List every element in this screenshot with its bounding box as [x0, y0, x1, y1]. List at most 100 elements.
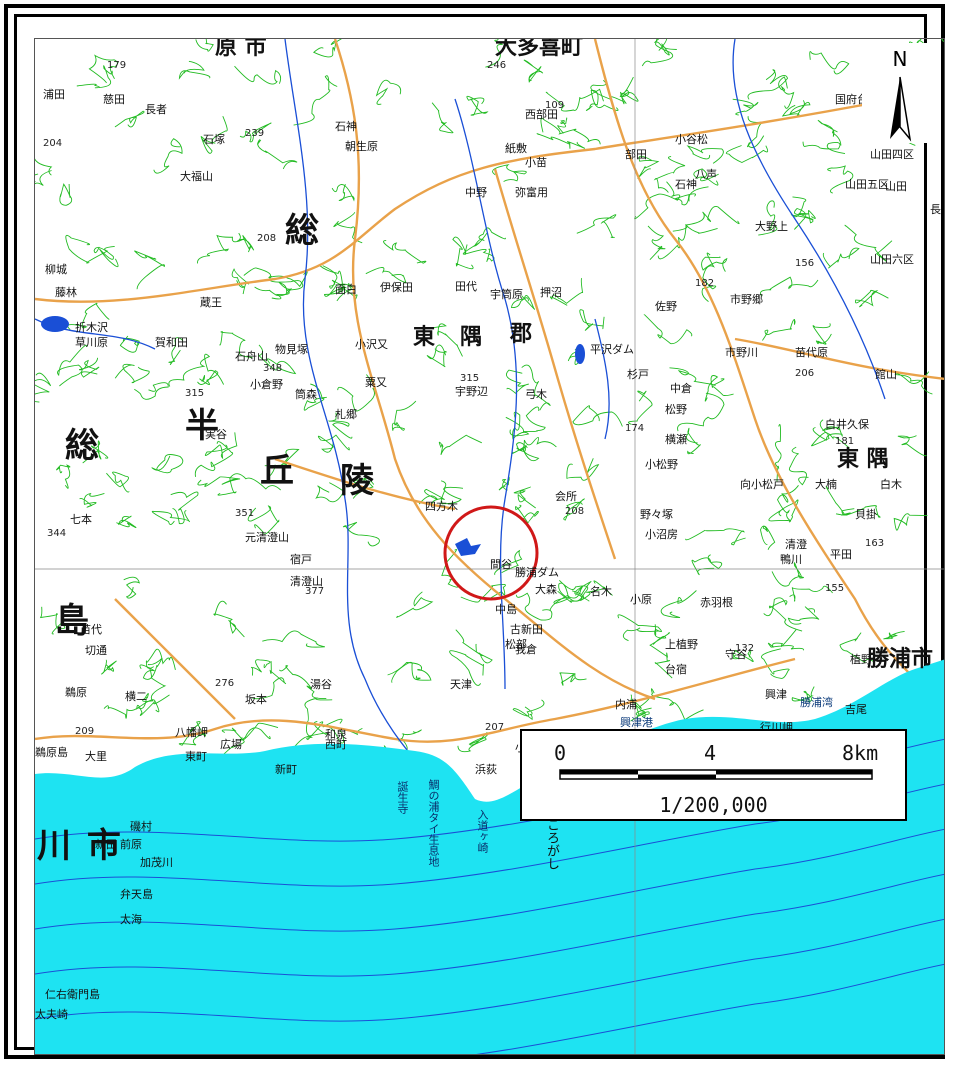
contour-line	[426, 344, 448, 368]
contour-line	[746, 116, 765, 149]
place-label: 石神	[675, 178, 697, 191]
contour-line	[322, 265, 347, 297]
place-label: 勝浦ダム	[515, 566, 559, 579]
contour-line	[35, 372, 52, 403]
contour-line	[515, 592, 553, 621]
place-label: 松野	[665, 403, 687, 416]
contour-line	[643, 314, 693, 345]
place-label: 西町	[325, 738, 347, 751]
contour-line	[557, 117, 568, 134]
place-label: 西部田	[525, 108, 558, 121]
contour-line	[178, 721, 207, 746]
contour-line	[231, 268, 250, 295]
city-label: 大多喜町	[495, 38, 584, 60]
contour-line	[774, 423, 782, 482]
place-label: 元清澄山	[245, 531, 289, 544]
contour-line	[123, 576, 140, 599]
elevation-label: 155	[825, 583, 845, 594]
contour-line	[590, 76, 634, 105]
contour-line	[56, 464, 71, 489]
place-label: 筒森	[295, 388, 317, 401]
contour-line	[760, 525, 776, 550]
place-label: 小倉野	[250, 378, 283, 391]
contour-line	[788, 446, 809, 486]
place-label: 前原	[120, 838, 142, 851]
region-label: 丘	[260, 451, 296, 491]
contour-line	[674, 186, 709, 206]
contour-line	[622, 624, 660, 642]
place-label: 朝生原	[345, 140, 378, 153]
place-label: 宇筒原	[490, 288, 523, 301]
contour-line	[768, 499, 799, 523]
depth-contour	[35, 918, 944, 1022]
contour-line	[103, 697, 147, 719]
contour-line	[431, 102, 454, 134]
contour-line	[510, 295, 536, 310]
contour-line	[134, 250, 165, 290]
place-label: 山田六区	[870, 253, 914, 266]
place-label: 国府台	[835, 93, 868, 106]
place-label: 平沢ダム	[590, 343, 634, 356]
contour-line	[802, 141, 846, 155]
place-label: 大里	[85, 750, 107, 763]
contour-line	[387, 662, 432, 681]
river	[454, 98, 518, 690]
contour-line	[293, 75, 338, 126]
highlight-circle	[443, 505, 539, 601]
contour-line	[647, 225, 666, 261]
contour-line	[576, 214, 617, 239]
place-label: 中野	[465, 186, 487, 199]
place-label: 吉尾	[845, 703, 867, 716]
place-label: 実谷	[205, 428, 227, 441]
contour-line	[264, 448, 300, 477]
road	[114, 598, 236, 720]
contour-line	[35, 158, 53, 176]
contour-line	[391, 400, 417, 431]
contour-line	[893, 513, 928, 531]
contour-line	[312, 39, 342, 58]
place-label: 柳城	[45, 263, 67, 276]
contour-line	[660, 590, 697, 619]
contour-line	[549, 277, 584, 306]
place-label: 七本	[70, 513, 92, 526]
contour-line	[462, 242, 495, 263]
contour-line	[563, 498, 585, 521]
contour-line	[328, 412, 353, 439]
place-label: 横瀬	[665, 433, 687, 446]
contour-line	[391, 661, 421, 683]
place-label: 天津	[450, 678, 472, 691]
sea-label: 興津港	[620, 716, 653, 729]
place-label: 和泉	[325, 728, 347, 741]
contour-line	[776, 485, 799, 522]
contour-line	[204, 432, 238, 460]
place-label: 浦田	[43, 88, 65, 101]
elevation-label: 344	[47, 528, 67, 539]
contour-line	[134, 382, 169, 400]
contour-line	[835, 505, 881, 518]
contour-line	[685, 528, 746, 546]
place-label: 市野郷	[730, 293, 763, 306]
place-label: 太海	[120, 913, 142, 926]
place-label: 慈田	[103, 93, 125, 106]
contour-line	[323, 283, 354, 302]
contour-line	[653, 156, 686, 193]
place-label: 小沢又	[355, 338, 388, 351]
contour-line	[262, 630, 325, 648]
contour-line	[139, 657, 163, 680]
contour-line	[654, 39, 677, 56]
depth-contour	[35, 828, 944, 932]
contour-line	[677, 392, 725, 432]
topographic-map[interactable]: 総 半 丘 陵 総 東 隅 郡 島 東 隅 大多喜町 勝浦市 川 市 原 市 浦…	[34, 38, 945, 1055]
contour-line	[178, 60, 211, 80]
place-label: 浜荻	[475, 763, 497, 776]
city-label: 川 市	[37, 826, 123, 866]
contour-line	[331, 184, 355, 202]
contour-line	[634, 181, 681, 220]
place-label: 草川原	[75, 336, 108, 349]
place-label: 市野川	[725, 346, 758, 359]
contour-line	[825, 486, 855, 516]
place-label: 白井久保	[825, 418, 869, 431]
road-network	[35, 39, 944, 743]
contour-line	[701, 252, 717, 302]
elevation-label: 179	[107, 60, 127, 71]
